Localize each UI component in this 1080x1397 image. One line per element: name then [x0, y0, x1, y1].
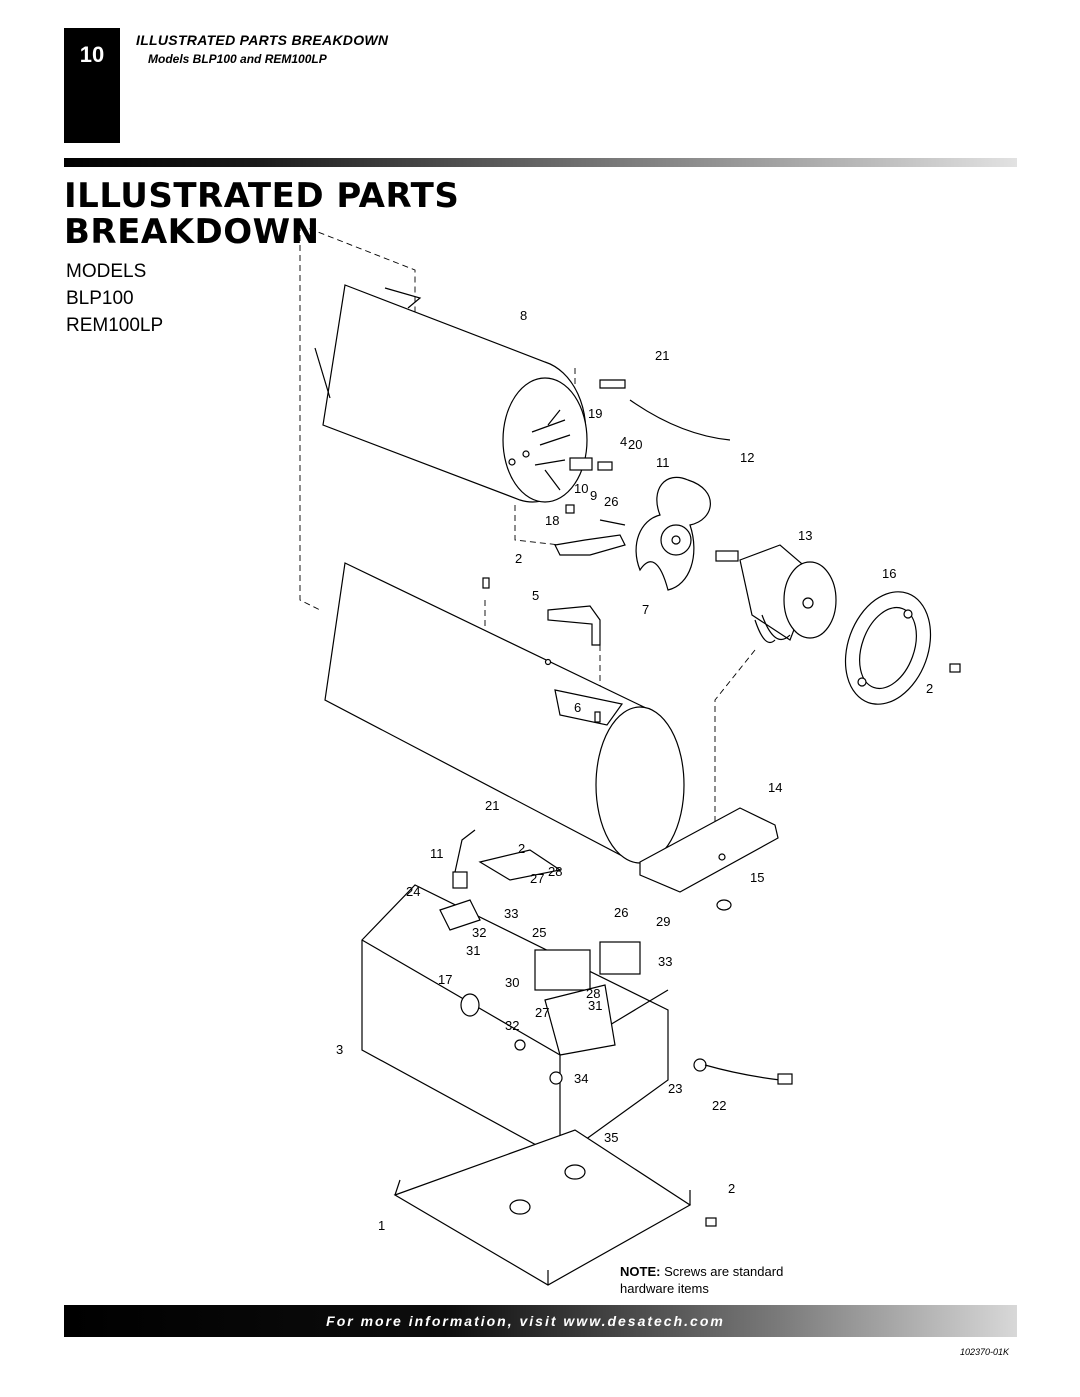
callout-label: 8 — [520, 308, 527, 323]
callout-label: 31 — [466, 943, 480, 958]
callout-label: 15 — [750, 870, 764, 885]
callout-label: 13 — [798, 528, 812, 543]
callout-label: 20 — [628, 437, 642, 452]
callout-label: 7 — [642, 602, 649, 617]
callout-label: 2 — [518, 841, 525, 856]
callout-label: 21 — [655, 348, 669, 363]
callout-label: 26 — [614, 905, 628, 920]
shell-bracket — [547, 605, 601, 646]
callout-label: 17 — [438, 972, 452, 987]
page-title: ILLUSTRATED PARTS BREAKDOWN — [64, 178, 459, 250]
control-box — [361, 829, 669, 1159]
callout-label: 34 — [574, 1071, 588, 1086]
callout-label: 21 — [485, 798, 499, 813]
footer-link-text: For more information, visit www.desatech… — [326, 1313, 725, 1329]
note-text-2: hardware items — [620, 1281, 709, 1296]
callout-label: 27 — [530, 871, 544, 886]
page-title-line-2: BREAKDOWN — [64, 212, 320, 252]
callout-label: 10 — [574, 481, 588, 496]
note: NOTE: Screws are standard hardware items — [620, 1263, 783, 1297]
model-item: REM100LP — [66, 315, 164, 336]
models-label: MODELS — [66, 261, 147, 282]
callout-label: 16 — [882, 566, 896, 581]
base-plate — [393, 1129, 717, 1286]
callout-label: 28 — [548, 864, 562, 879]
note-text-1: Screws are standard — [664, 1264, 784, 1279]
callout-label: 2 — [728, 1181, 735, 1196]
callout-label: 29 — [656, 914, 670, 929]
callout-label: 9 — [590, 488, 597, 503]
callout-label: 32 — [505, 1018, 519, 1033]
callout-label: 2 — [515, 551, 522, 566]
callout-label: 23 — [668, 1081, 682, 1096]
models-block: MODELS BLP100 REM100LP — [66, 258, 163, 339]
model-item: BLP100 — [66, 288, 134, 309]
callout-label: 26 — [604, 494, 618, 509]
callout-label: 4 — [620, 434, 627, 449]
document-number: 102370-01K — [960, 1347, 1010, 1357]
callout-label: 24 — [406, 884, 420, 899]
motor-guard — [844, 591, 961, 705]
callout-label: 19 — [588, 406, 602, 421]
callout-label: 32 — [472, 925, 486, 940]
power-cord — [693, 1058, 793, 1085]
page-number-tab: 10 — [64, 28, 120, 143]
callout-label: 18 — [545, 513, 559, 528]
section-title: ILLUSTRATED PARTS BREAKDOWN — [136, 32, 389, 48]
footer-bar: For more information, visit www.desatech… — [64, 1305, 1017, 1337]
callout-label: 28 — [586, 986, 600, 1001]
callout-label: 25 — [532, 925, 546, 940]
callout-label: 12 — [740, 450, 754, 465]
header-rule — [64, 158, 1017, 167]
callout-label: 22 — [712, 1098, 726, 1113]
fan-blade — [635, 476, 711, 591]
callout-label: 3 — [336, 1042, 343, 1057]
callout-label: 33 — [658, 954, 672, 969]
callout-label: 2 — [926, 681, 933, 696]
section-subtitle: Models BLP100 and REM100LP — [148, 52, 327, 66]
motor — [715, 544, 837, 644]
page-title-line-1: ILLUSTRATED PARTS — [64, 176, 460, 216]
callout-label: 30 — [505, 975, 519, 990]
page-number: 10 — [79, 42, 105, 67]
callout-label: 35 — [604, 1130, 618, 1145]
lower-shell — [324, 562, 685, 864]
callout-label: 31 — [588, 998, 602, 1013]
callout-label: 27 — [535, 1005, 549, 1020]
callout-label: 1 — [378, 1218, 385, 1233]
upper-shell — [314, 284, 588, 503]
callout-label: 6 — [574, 700, 581, 715]
callout-label: 14 — [768, 780, 782, 795]
mounting-bracket — [639, 807, 779, 911]
callout-label: 33 — [504, 906, 518, 921]
burner-assembly — [531, 379, 731, 556]
callout-label: 11 — [430, 846, 444, 861]
note-label: NOTE: — [620, 1264, 661, 1279]
callout-label: 5 — [532, 588, 539, 603]
callout-label: 11 — [656, 455, 670, 470]
